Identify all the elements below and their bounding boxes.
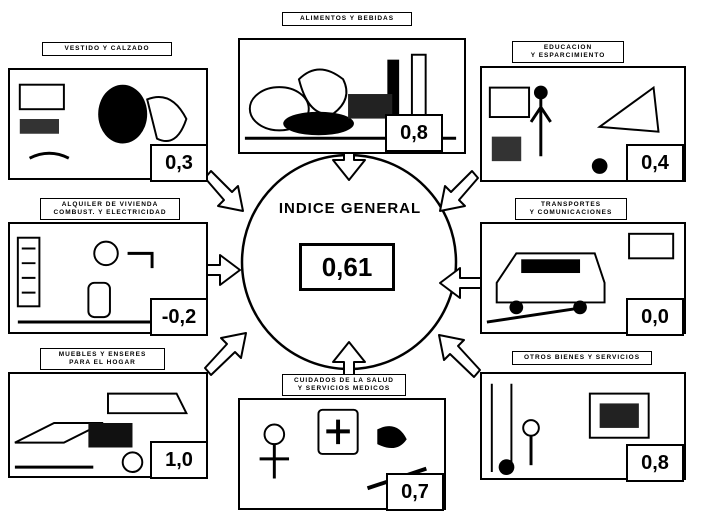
label-transport: TRANSPORTES Y COMUNICACIONES <box>515 198 627 220</box>
label-furniture: MUEBLES Y ENSERES PARA EL HOGAR <box>40 348 165 370</box>
clothing-illustration <box>18 83 188 160</box>
value-transport: 0,0 <box>626 298 684 336</box>
label-education: EDUCACION Y ESPARCIMIENTO <box>512 41 624 63</box>
label-other-goods: OTROS BIENES Y SERVICIOS <box>512 351 652 365</box>
furniture-illustration <box>14 392 188 473</box>
arrow-upper-left <box>204 170 244 212</box>
value-health: 0,7 <box>386 473 444 511</box>
value-other-goods: 0,8 <box>626 444 684 482</box>
value-clothing: 0,3 <box>150 144 208 182</box>
label-clothing: VESTIDO Y CALZADO <box>42 42 172 56</box>
value-furniture: 1,0 <box>150 441 208 479</box>
index-value: 0,61 <box>299 243 395 291</box>
value-food-beverages: 0,8 <box>385 114 443 152</box>
other-goods-illustration <box>490 383 650 475</box>
index-title: INDICE GENERAL <box>278 200 422 217</box>
arrow-lower-right <box>438 334 481 378</box>
arrow-bottom <box>332 341 366 377</box>
label-housing: ALQUILER DE VIVIENDA COMBUST. Y ELECTRIC… <box>40 198 180 220</box>
arrow-upper-right <box>439 170 479 212</box>
label-health: CUIDADOS DE LA SALUD Y SERVICIOS MEDICOS <box>282 374 406 396</box>
value-housing: -0,2 <box>150 298 208 336</box>
health-illustration <box>259 408 427 491</box>
arrow-right <box>439 267 484 299</box>
education-illustration <box>488 85 660 174</box>
arrow-lower-left <box>204 332 247 376</box>
transport-illustration <box>486 232 675 324</box>
value-education: 0,4 <box>626 144 684 182</box>
label-food-beverages: ALIMENTOS Y BEBIDAS <box>282 12 412 26</box>
